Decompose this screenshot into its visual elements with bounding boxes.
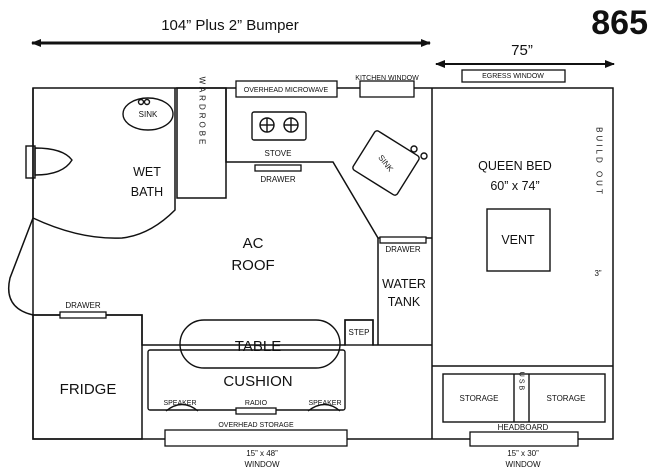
bed-size-label: 60” x 74” [490,179,539,193]
side-window-size: 15” x 30” [507,449,539,458]
kitchen-faucet [410,145,418,153]
stove-label: STOVE [265,149,292,158]
length-dimension-label: 104” Plus 2” Bumper [161,17,299,34]
storage-left-label: STORAGE [460,394,499,403]
kitchen-faucet-2 [420,152,428,160]
ac-roof-label-2: ROOF [231,257,274,274]
water-tank-drawer-label: DRAWER [385,245,420,254]
front-window-size: 15” x 48” [246,449,278,458]
toilet-icon [34,147,73,176]
queen-bed-label: QUEEN BED [478,159,552,173]
side-window [469,431,579,447]
kitchen-counter [225,88,432,239]
vent-label: VENT [501,233,535,247]
wet-bath-label-1: WET [133,165,161,179]
radio-label: RADIO [245,400,268,407]
water-tank-label-1: WATER [382,277,426,291]
bath-sink-drain [137,98,145,106]
radio [235,407,277,415]
table-label: TABLE [235,338,281,355]
speaker-right [307,403,341,412]
fridge [32,314,143,440]
storage-unit [442,373,606,423]
bath-sink-drain-2 [143,98,151,106]
egress-window-label: EGRESS WINDOW [482,73,544,80]
table [179,319,341,369]
kitchen-window [359,80,415,98]
egress-window [461,69,566,83]
ac-roof-label-1: AC [243,235,264,252]
vent [486,208,551,272]
stove-drawer-label: DRAWER [260,175,295,184]
fridge-label: FRIDGE [60,381,117,398]
speaker-right-label: SPEAKER [308,400,341,407]
overhead-storage [164,429,348,447]
kitchen-sink-label: SINK [376,153,395,174]
speaker-left [165,403,199,412]
cushion-label: CUSHION [223,373,292,390]
stove-drawer [254,164,302,172]
width-dimension-label: 75” [511,42,533,59]
build-out-size: 3” [594,269,601,278]
build-out-label: BUILD OUT [595,127,604,197]
side-window-label: WINDOW [505,460,541,469]
wardrobe-label: WARDROBE [198,77,207,148]
overhead-microwave [235,80,338,98]
bath-sink [122,97,174,131]
front-window-label: WINDOW [244,460,280,469]
step-label: STEP [349,328,370,337]
toilet-tank [25,145,36,179]
outer-wall [32,87,614,440]
water-tank-label-2: TANK [388,295,421,309]
fridge-drawer-label: DRAWER [65,301,100,310]
storage-right-label: STORAGE [547,394,586,403]
headboard-label: HEADBOARD [498,423,549,432]
usb-label: USB [518,372,525,392]
step [344,319,374,346]
model-number: 865 [591,4,648,42]
kitchen-window-label: KITCHEN WINDOW [355,75,419,82]
bath-sink-label: SINK [139,110,158,119]
speaker-left-label: SPEAKER [163,400,196,407]
water-tank-drawer [379,236,427,244]
kitchen-sink [352,130,420,196]
fridge-drawer [59,311,107,319]
overhead-microwave-label: OVERHEAD MICROWAVE [244,87,329,94]
stove [251,111,307,141]
wet-bath-enclosure [32,88,176,239]
wet-bath-label-2: BATH [131,185,163,199]
overhead-storage-label: OVERHEAD STORAGE [218,422,294,429]
